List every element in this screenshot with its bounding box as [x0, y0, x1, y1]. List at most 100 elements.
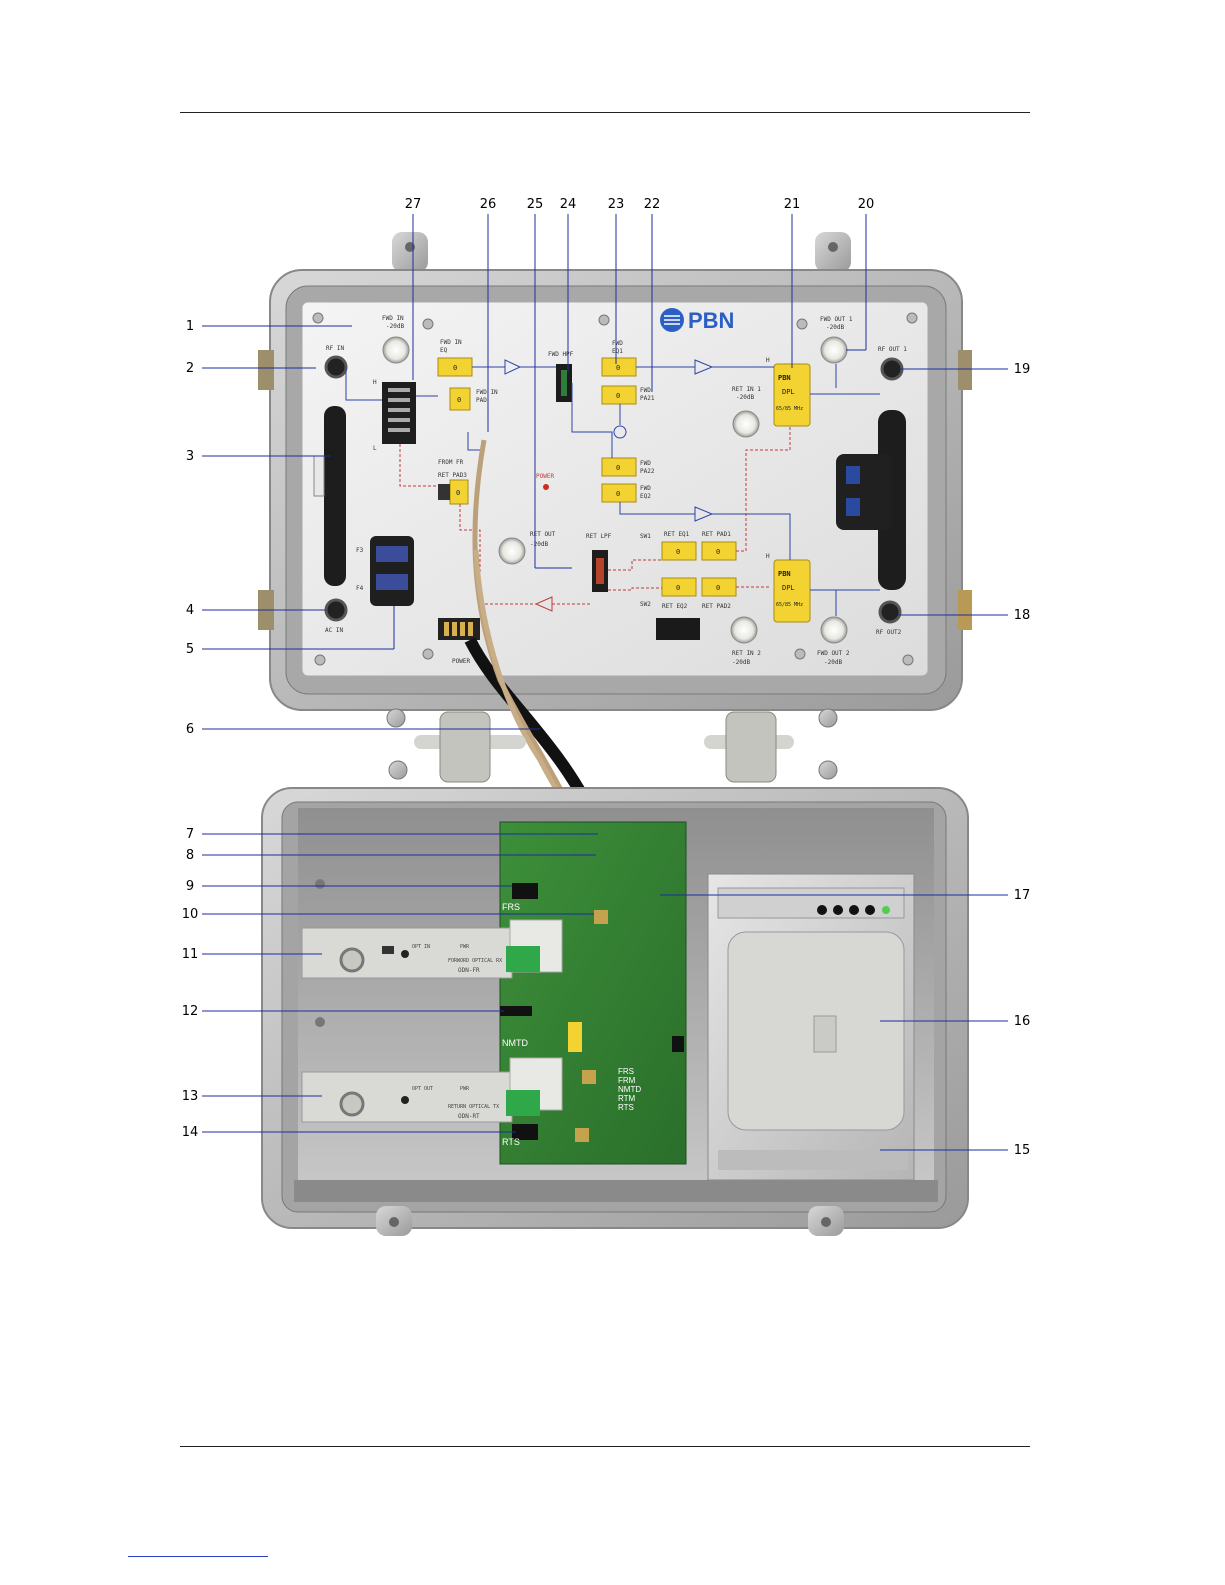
- opt-out-label: OPT OUT: [412, 1086, 433, 1092]
- svg-text:PBN: PBN: [778, 374, 791, 382]
- svg-text:0: 0: [676, 548, 680, 556]
- fwd-eq2-label2: EQ2: [640, 493, 651, 500]
- signal-path-lines: [345, 364, 880, 616]
- svg-text:0: 0: [456, 489, 460, 497]
- ret-in1-label: RET IN 1: [732, 386, 761, 393]
- pbn-logo: PBN: [688, 308, 734, 333]
- svg-text:65/85 MHz: 65/85 MHz: [776, 602, 803, 608]
- fwd-in-eq-label2: EQ: [440, 347, 448, 354]
- from-fr-label: FROM FR: [438, 459, 464, 466]
- pad-fwd-pa1[interactable]: 0: [601, 385, 637, 405]
- rf-out2-connector[interactable]: [878, 600, 902, 624]
- ret-in1-db: -20dB: [736, 394, 754, 401]
- power-ok-led-icon: [882, 906, 890, 914]
- board-list-item: FRS: [618, 1067, 634, 1076]
- side-port-right-bottom: [958, 590, 972, 630]
- fwd-in-eq-label: FWD IN: [440, 339, 462, 346]
- footer-link-rule: [128, 1556, 268, 1557]
- opt-in-connector-icon: [339, 947, 365, 973]
- pad-ret-pad2[interactable]: 0: [701, 577, 737, 597]
- ret-pad3-label: RET PAD3: [438, 472, 467, 479]
- pwr-label: PWR: [460, 944, 470, 950]
- callout-9: 9: [186, 879, 194, 894]
- pad-ret-pad1[interactable]: 0: [701, 541, 737, 561]
- rf-out1-connector[interactable]: [880, 357, 904, 381]
- fwd-out2-db: -20dB: [824, 659, 842, 666]
- optical-receiver-module[interactable]: OPT IN PWR FORWORD OPTICAL RX ODN-FR: [301, 919, 563, 979]
- optical-transmitter-module[interactable]: OPT OUT PWR RETURN OPTICAL TX ODN-RT: [301, 1057, 563, 1123]
- fwd-pa1-label2: PA21: [640, 395, 655, 402]
- ret-out-test-point[interactable]: [498, 537, 526, 565]
- power-supply-unit: [707, 873, 915, 1181]
- diplexer-1[interactable]: PBN DPL 65/85 MHz: [773, 363, 811, 427]
- fwd-eq1-label2: EQ1: [612, 348, 623, 355]
- diplexer-1-h: H: [766, 357, 770, 364]
- fwd-eq2-label: FWD: [640, 485, 651, 492]
- ret-in1-test-point[interactable]: [732, 410, 760, 438]
- svg-text:PBN: PBN: [778, 570, 791, 578]
- pad-fwd-in-pad[interactable]: 0: [449, 387, 471, 411]
- diplexer-2-h: H: [766, 553, 770, 560]
- callout-1: 1: [186, 319, 194, 334]
- frs-slot-connector[interactable]: [512, 883, 538, 899]
- rf-out2-label: RF OUT2: [876, 629, 902, 636]
- fuse-f4-label: F4: [356, 585, 364, 592]
- svg-text:0: 0: [676, 584, 680, 592]
- fwd-in-test-point[interactable]: [382, 336, 410, 364]
- callout-16: 16: [1014, 1014, 1031, 1029]
- callout-10: 10: [182, 907, 199, 922]
- callout-6: 6: [186, 722, 194, 737]
- screw-icon: [794, 648, 806, 660]
- fwd-in-pad-label2: PAD: [476, 397, 487, 404]
- odn-fr-label: ODN-FR: [458, 967, 480, 974]
- callout-2: 2: [186, 361, 194, 376]
- cover-plate: PBN RF IN AC IN RF OUT 1 RF OUT2 FWD IN …: [301, 301, 929, 677]
- ac-in-connector[interactable]: [324, 598, 348, 622]
- gain-slope-control[interactable]: [324, 406, 346, 586]
- interface-connector[interactable]: [656, 618, 700, 640]
- screw-icon: [422, 648, 434, 660]
- callout-13: 13: [182, 1089, 199, 1104]
- pad-fwd-eq2[interactable]: 0: [601, 483, 637, 503]
- callout-lines: [202, 214, 1008, 1151]
- svg-text:65/85 MHz: 65/85 MHz: [776, 406, 803, 412]
- rf-out1-label: RF OUT 1: [878, 346, 907, 353]
- fwd-out2-test-point[interactable]: [820, 616, 848, 644]
- fuse-f3-label: F3: [356, 547, 364, 554]
- pad-fwd-pa2[interactable]: 0: [601, 457, 637, 477]
- rts-slot-connector[interactable]: [512, 1124, 538, 1140]
- ret-in2-test-point[interactable]: [730, 616, 758, 644]
- svg-text:0: 0: [457, 396, 461, 404]
- pad-ret-eq1[interactable]: 0: [661, 541, 697, 561]
- rf-in-connector[interactable]: [324, 355, 348, 379]
- frs-board-label: FRS: [502, 902, 520, 912]
- pad-ret-eq2[interactable]: 0: [661, 577, 697, 597]
- callout-15: 15: [1014, 1143, 1031, 1158]
- callout-11: 11: [182, 947, 199, 962]
- ret-in2-label: RET IN 2: [732, 650, 761, 657]
- ret-pad2-label: RET PAD2: [702, 603, 731, 610]
- svg-text:0: 0: [716, 548, 720, 556]
- callout-25: 25: [527, 197, 544, 212]
- fwd-eq1-label: FWD: [612, 340, 623, 347]
- fwd-out2-label: FWD OUT 2: [817, 650, 850, 657]
- odn-rt-sub-label: RETURN OPTICAL TX: [448, 1104, 499, 1110]
- pad-ret-pad3[interactable]: 0: [449, 479, 469, 505]
- diplexer-2[interactable]: PBN DPL 65/85 MHz: [773, 559, 811, 623]
- odn-fr-sub-label: FORWORD OPTICAL RX: [448, 958, 502, 964]
- fwd-input-switch[interactable]: [382, 382, 416, 444]
- pad-fwd-in-eq[interactable]: 0: [437, 357, 473, 377]
- fwd-out1-db: -20dB: [826, 324, 844, 331]
- screw-icon: [902, 654, 914, 666]
- power-connector-label: POWER: [452, 658, 470, 665]
- main-pcb: FRS NMTD RTS FRS FRM NMTD RTM RTS: [499, 821, 687, 1165]
- callout-26: 26: [480, 197, 497, 212]
- callout-23: 23: [608, 197, 625, 212]
- fwd-out1-test-point[interactable]: [820, 336, 848, 364]
- power-led-label: POWER: [536, 473, 554, 480]
- rf-in-label: RF IN: [326, 345, 344, 352]
- pad-fwd-eq1[interactable]: 0: [601, 357, 637, 377]
- nmtd-slot-connector[interactable]: [500, 1006, 532, 1016]
- board-slot-list: FRS FRM NMTD RTM RTS: [618, 1067, 641, 1112]
- footer-rule: [180, 1446, 1030, 1447]
